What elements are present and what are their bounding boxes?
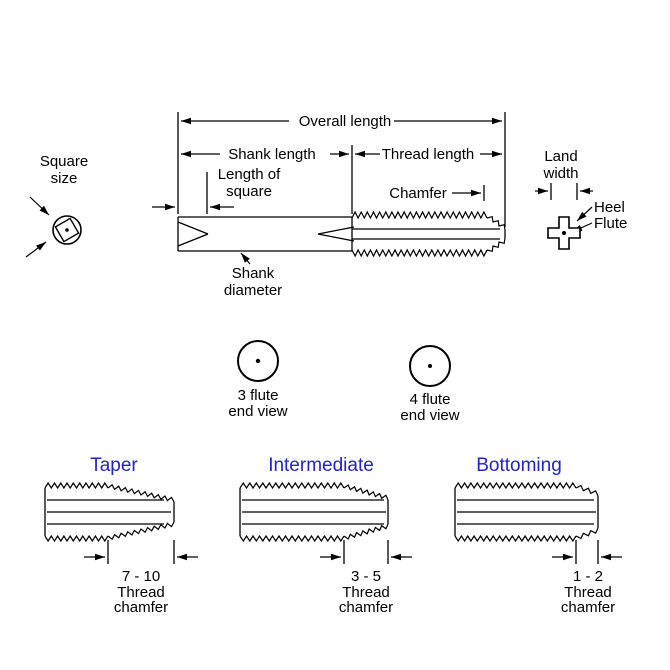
taper-chamfer-note-line1: Thread — [117, 584, 165, 601]
arrowhead — [391, 553, 401, 561]
thread-teeth — [575, 527, 599, 540]
tap-type-label-intermediate: Intermediate — [268, 455, 374, 476]
arrowhead — [580, 187, 590, 195]
four-flute-caption-line1: 4 flute — [410, 391, 451, 408]
intermediate-chamfer-note-line1: Thread — [342, 584, 390, 601]
arrowhead — [165, 203, 175, 211]
thread-teeth — [454, 481, 577, 490]
bottoming-chamfer-note-line1: Thread — [564, 584, 612, 601]
shank-diameter-label-line2: diameter — [224, 282, 282, 299]
three-flute-center-dot — [255, 358, 261, 364]
diagram-line — [317, 226, 355, 235]
land-width-label-line1: Land — [544, 148, 577, 165]
thread-teeth — [351, 210, 488, 220]
three-flute-end-view — [237, 340, 279, 382]
overall-length-label: Overall length — [299, 113, 392, 130]
diagram-line — [317, 233, 355, 242]
thread-teeth — [107, 483, 175, 503]
thread-teeth — [454, 534, 577, 543]
square-end-view-square — [54, 217, 80, 243]
thread-teeth — [107, 521, 175, 541]
thread-teeth — [343, 484, 389, 501]
thread-teeth — [44, 534, 109, 543]
arrowhead — [39, 205, 49, 215]
arrowhead — [241, 253, 250, 263]
bottoming-chamfer-note-line2: chamfer — [561, 599, 615, 616]
intermediate-chamfer-note-line2: chamfer — [339, 599, 393, 616]
shank-length-label: Shank length — [228, 146, 316, 163]
thread-teeth — [239, 481, 345, 490]
taper-chamfer-note-line2: chamfer — [114, 599, 168, 616]
arrowhead — [577, 211, 587, 221]
arrowhead — [177, 553, 187, 561]
thread-teeth — [239, 534, 345, 543]
bottoming-chamfer-range: 1 - 2 — [573, 568, 603, 585]
arrowhead — [563, 553, 573, 561]
arrowhead — [339, 150, 349, 158]
heel-label: Heel — [594, 199, 625, 216]
length-of-square-label-line2: square — [226, 183, 272, 200]
four-flute-center-dot — [428, 364, 432, 368]
arrowhead — [492, 150, 502, 158]
arrowhead — [36, 242, 46, 251]
tap-type-label-taper: Taper — [90, 455, 138, 476]
chamfer-label: Chamfer — [389, 185, 447, 202]
cross-section-center-dot — [562, 231, 566, 235]
diagram-line — [177, 233, 209, 247]
three-flute-caption-line1: 3 flute — [238, 387, 279, 404]
arrowhead — [331, 553, 341, 561]
thread-teeth — [351, 248, 488, 258]
thread-teeth — [575, 484, 599, 497]
arrowhead — [492, 117, 502, 125]
arrowhead — [471, 189, 481, 197]
tap-type-label-bottoming: Bottoming — [476, 455, 562, 476]
four-flute-end-view — [409, 345, 451, 387]
land-cross-section — [547, 216, 581, 250]
arrowhead — [181, 150, 191, 158]
arrowhead — [601, 553, 611, 561]
length-of-square-label-line1: Length of — [218, 166, 281, 183]
arrowhead — [181, 117, 191, 125]
square-size-label-line2: size — [51, 170, 78, 187]
diagram-line — [177, 221, 209, 235]
shank-diameter-label-line1: Shank — [232, 265, 275, 282]
square-end-view — [52, 215, 82, 245]
diagram-linework — [25, 112, 622, 564]
four-flute-caption-line2: end view — [400, 407, 459, 424]
arrowhead — [210, 203, 220, 211]
arrowhead — [95, 553, 105, 561]
square-size-label-line1: Square — [40, 153, 88, 170]
taper-chamfer-range: 7 - 10 — [122, 568, 160, 585]
square-end-view-center-dot — [65, 228, 69, 232]
thread-teeth — [486, 237, 506, 253]
arrowhead — [538, 187, 548, 195]
thread-teeth — [44, 481, 109, 490]
arrowhead — [355, 150, 365, 158]
thread-teeth — [486, 215, 506, 231]
thread-length-label: Thread length — [382, 146, 475, 163]
flute-label: Flute — [594, 215, 627, 232]
three-flute-caption-line2: end view — [228, 403, 287, 420]
land-width-label-line2: width — [542, 165, 578, 182]
intermediate-chamfer-range: 3 - 5 — [351, 568, 381, 585]
thread-teeth — [343, 523, 389, 540]
